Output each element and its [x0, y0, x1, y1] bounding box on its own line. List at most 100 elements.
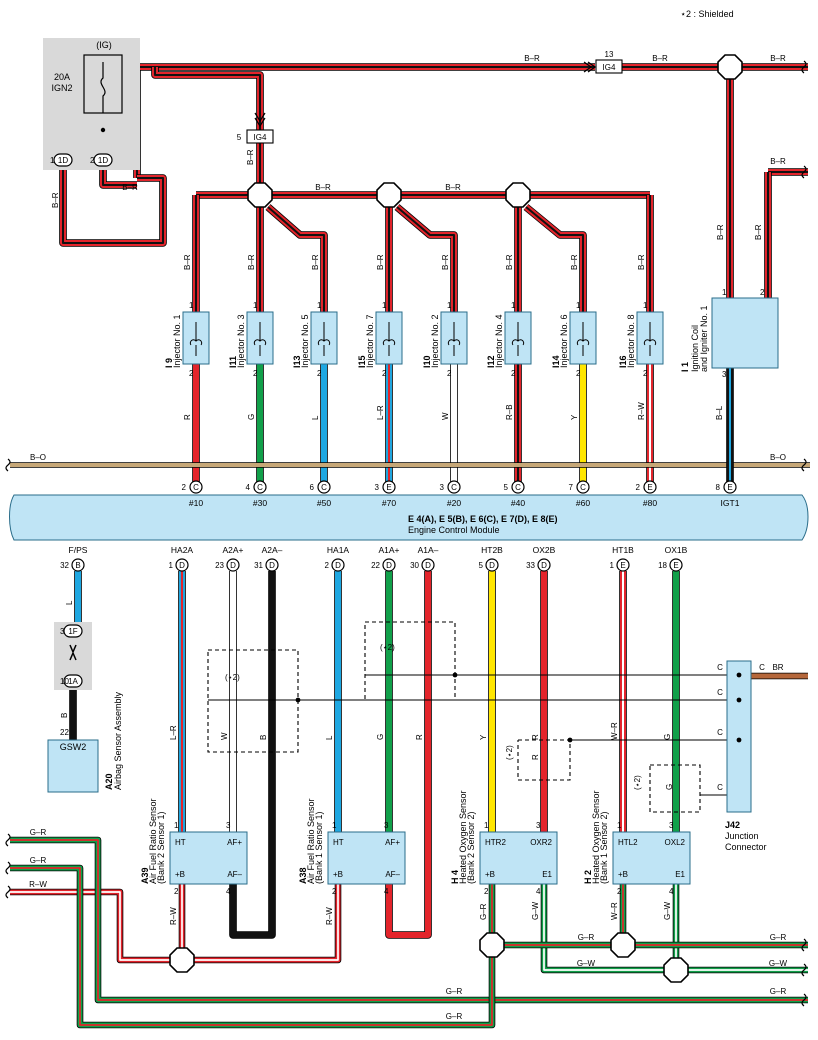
wire-label-gr-mid: G–R: [578, 933, 595, 942]
shield-h4-wire: R: [531, 754, 540, 760]
wire-label-a1a-minus: R: [415, 734, 424, 740]
injector-1-name: Injector No. 1: [172, 314, 182, 368]
sensor-3-heater-label: Y: [479, 734, 488, 740]
ecm-bottom-pin-11: [669, 558, 683, 572]
wire-b-r-main: [133, 63, 595, 178]
ecm-bottom-signal-5: HA1A: [327, 545, 350, 555]
airbag-sensor-label: GSW2: [60, 742, 87, 752]
ecm-pin-n70: [382, 480, 396, 494]
ecm-pin-num-2: 4: [246, 483, 251, 492]
ecm-pin-n30-letter: C: [257, 483, 263, 492]
injector-4-code: I15: [357, 355, 367, 368]
ecm-pin-num-6: 5: [504, 483, 509, 492]
wire-a1a-minus-fill: [386, 571, 431, 938]
wire-label-bo-right: B–O: [770, 453, 786, 462]
sensor-1-p-tr: 3: [226, 821, 231, 830]
sensor-4-name-2: (Bank 1 Sensor 2): [599, 811, 609, 884]
sensor-3-name-1: Heated Oxygen Sensor: [458, 790, 468, 884]
injector-6-pin2: 2: [511, 369, 516, 378]
fuse-label-name: IGN2: [51, 83, 72, 93]
shield-tag-a39: (⋆2): [225, 673, 240, 682]
junction-pin-3: C: [717, 728, 723, 737]
wire-b-r-main-stripe: [135, 65, 595, 178]
ig4-top-label: IG4: [603, 63, 616, 72]
sensor-3-p-bl: 2: [484, 887, 489, 896]
wire-h4-e1: [540, 884, 676, 974]
fuse-junction-dot: [100, 127, 106, 133]
injector-2-name: Injector No. 3: [236, 314, 246, 368]
injector-3-pin1: 1: [317, 301, 322, 310]
airbag-pin-c: 22: [60, 728, 69, 737]
wire-a38-plus-b-stripe: [182, 884, 339, 961]
ecm-bottom-pin-2: [175, 558, 189, 572]
sensor-4-p-tr: 3: [669, 821, 674, 830]
wire-label-br-ig2: B–R: [770, 157, 786, 166]
airbag-name: Airbag Sensor Assembly: [113, 691, 123, 790]
ig4-top-box: [595, 59, 623, 74]
sensor-3-bl: +B: [485, 870, 495, 879]
ecm-bottom-pin-1: [71, 558, 85, 572]
injector-1-wire-color: R: [183, 414, 192, 420]
ecm-pin-n20: [447, 480, 461, 494]
injector-2-pin1: 1: [253, 301, 258, 310]
injector-6-wire-color: R–B: [505, 404, 514, 420]
sensor-1-heater-label: L–R: [169, 725, 178, 740]
ig4-mid-num: 5: [237, 133, 242, 142]
airbag-conn-b-text: 1A: [68, 677, 78, 686]
fuse-pin-2-num: 2: [90, 156, 95, 165]
wire-label-bo-left: B–O: [30, 453, 46, 462]
sensor-3-signal-label: R: [531, 734, 540, 740]
ig4-mid-arrow-icon: [254, 112, 266, 128]
wire-label-gr-long-2: G–R: [446, 1012, 463, 1021]
shield-h2-wire: G: [665, 784, 674, 790]
airbag-pin-b: 10: [60, 677, 69, 686]
ecm-signal-2: #30: [253, 498, 267, 508]
ecm-bottom-pin-num-9: 33: [526, 561, 535, 570]
wire-b-r-pin2-stripe: [101, 167, 137, 187]
sensor-1-tl: HT: [175, 838, 186, 847]
injector-3-wire-color: L: [311, 415, 320, 420]
ecm-signal-4: #70: [382, 498, 396, 508]
injector-6-coil-icon: [511, 322, 525, 356]
shield-junction-dot-3: [567, 737, 573, 743]
sensor-2-code: A38: [298, 867, 308, 884]
injector-5-name: Injector No. 2: [430, 314, 440, 368]
sensor-2-tr: AF+: [385, 838, 400, 847]
injector-1-pin2: 2: [189, 369, 194, 378]
injector-5-code: I10: [422, 355, 432, 368]
injector-8-wire-color: R–W: [637, 402, 646, 420]
junction-pin-out: C: [759, 663, 765, 672]
ignition-coil-box: [711, 297, 779, 369]
ignition-pin3: 3: [722, 370, 727, 379]
ecm-signal-1: #10: [189, 498, 203, 508]
sensor-2-p-tl: 1: [332, 821, 337, 830]
injector-7-coil-icon: [576, 322, 590, 356]
wire-rw-feed-stripe: [10, 891, 170, 961]
ecm-bottom-pin-8-letter: D: [489, 561, 495, 570]
junction-pin-4: C: [717, 783, 723, 792]
ecm-bottom-signal-4: A2A–: [262, 545, 283, 555]
parts-layer: [5, 54, 807, 1007]
wire-rw-feed: [10, 888, 170, 964]
shield-tag-h2: (⋆2): [633, 775, 642, 790]
ecm-bottom-pin-1-letter: B: [75, 561, 80, 570]
injector-feed-5-stripe: [396, 206, 456, 312]
sensor-4-code: H 2: [583, 870, 593, 884]
ig4-top-num: 13: [605, 50, 614, 59]
ecm-signal-7: #60: [576, 498, 590, 508]
ecm-pin-n30: [253, 480, 267, 494]
ecm-bottom-signal-6: A1A+: [378, 545, 399, 555]
ecm-pin-num-igt1: 8: [716, 483, 721, 492]
wire-gr-feed-2-stripe: [10, 867, 493, 1026]
injector-4-coil-icon: [382, 322, 396, 356]
sensor-3-p-tr: 3: [536, 821, 541, 830]
ecm-pin-num-3: 6: [310, 483, 315, 492]
shield-junction-dot-6: [736, 737, 742, 743]
splice-bus-1: [247, 182, 273, 208]
junction-connector-box: [726, 660, 752, 813]
fuse-label-amp: 20A: [54, 72, 70, 82]
sensor-1-signal-label: W: [220, 732, 229, 740]
sensor-4-tl: HTL2: [618, 838, 638, 847]
injector-7-code: I14: [551, 355, 561, 368]
